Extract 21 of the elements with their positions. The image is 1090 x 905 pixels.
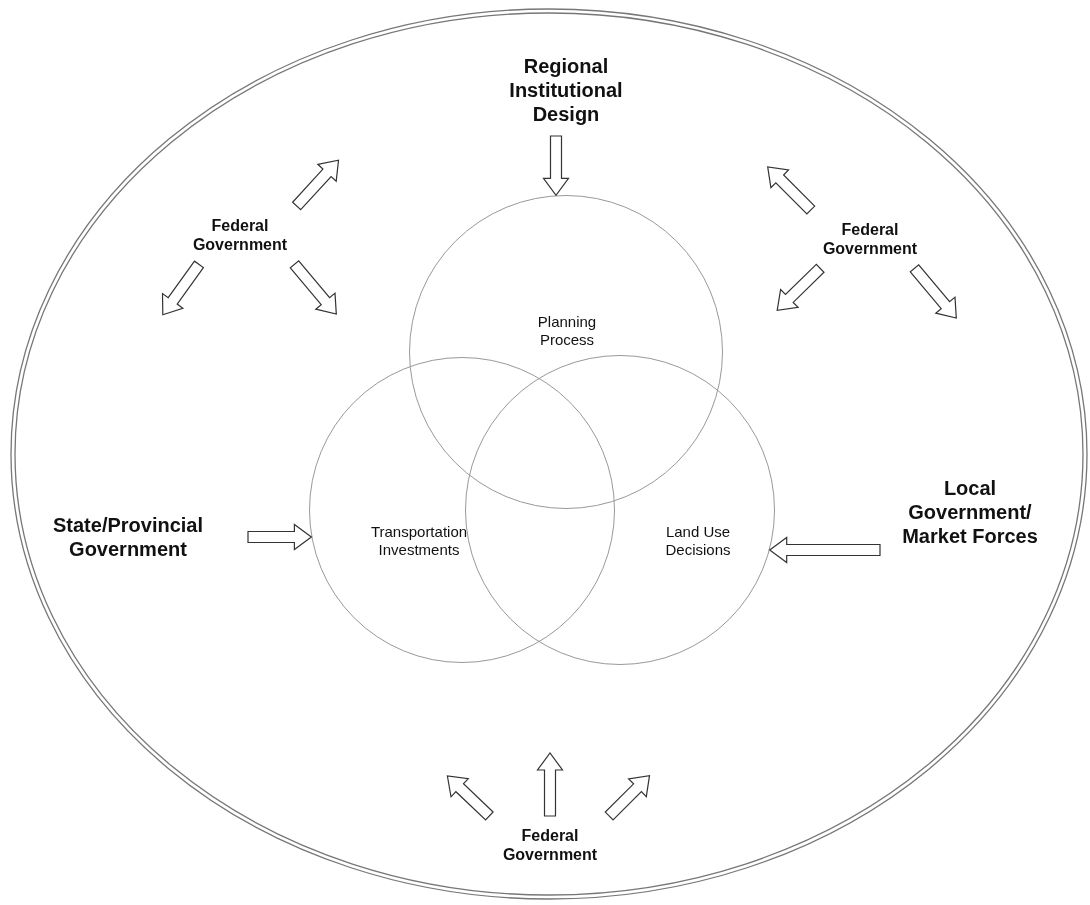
block-arrow: [767, 166, 816, 215]
actor-label: Federal Government: [821, 220, 919, 259]
block-arrow: [289, 259, 337, 315]
block-arrow: [247, 523, 313, 551]
block-arrow: [291, 159, 340, 211]
block-arrow: [768, 536, 881, 564]
actor-label: Local Government/ Market Forces: [901, 476, 1039, 548]
block-arrow: [536, 752, 564, 817]
block-arrow: [909, 263, 957, 319]
block-arrow: [446, 775, 494, 821]
circle-label: Land Use Decisions: [664, 523, 732, 559]
actor-label: Federal Government: [501, 826, 599, 865]
circle-label: Planning Process: [536, 313, 598, 349]
block-arrow: [776, 263, 825, 311]
circle-label: Transportation Investments: [369, 523, 469, 559]
actor-label: State/Provincial Government: [51, 513, 205, 561]
actor-label: Federal Government: [191, 216, 289, 255]
block-arrow: [604, 775, 651, 821]
actor-label: Regional Institutional Design: [508, 54, 624, 126]
block-arrow: [542, 135, 570, 197]
block-arrow: [161, 260, 205, 316]
